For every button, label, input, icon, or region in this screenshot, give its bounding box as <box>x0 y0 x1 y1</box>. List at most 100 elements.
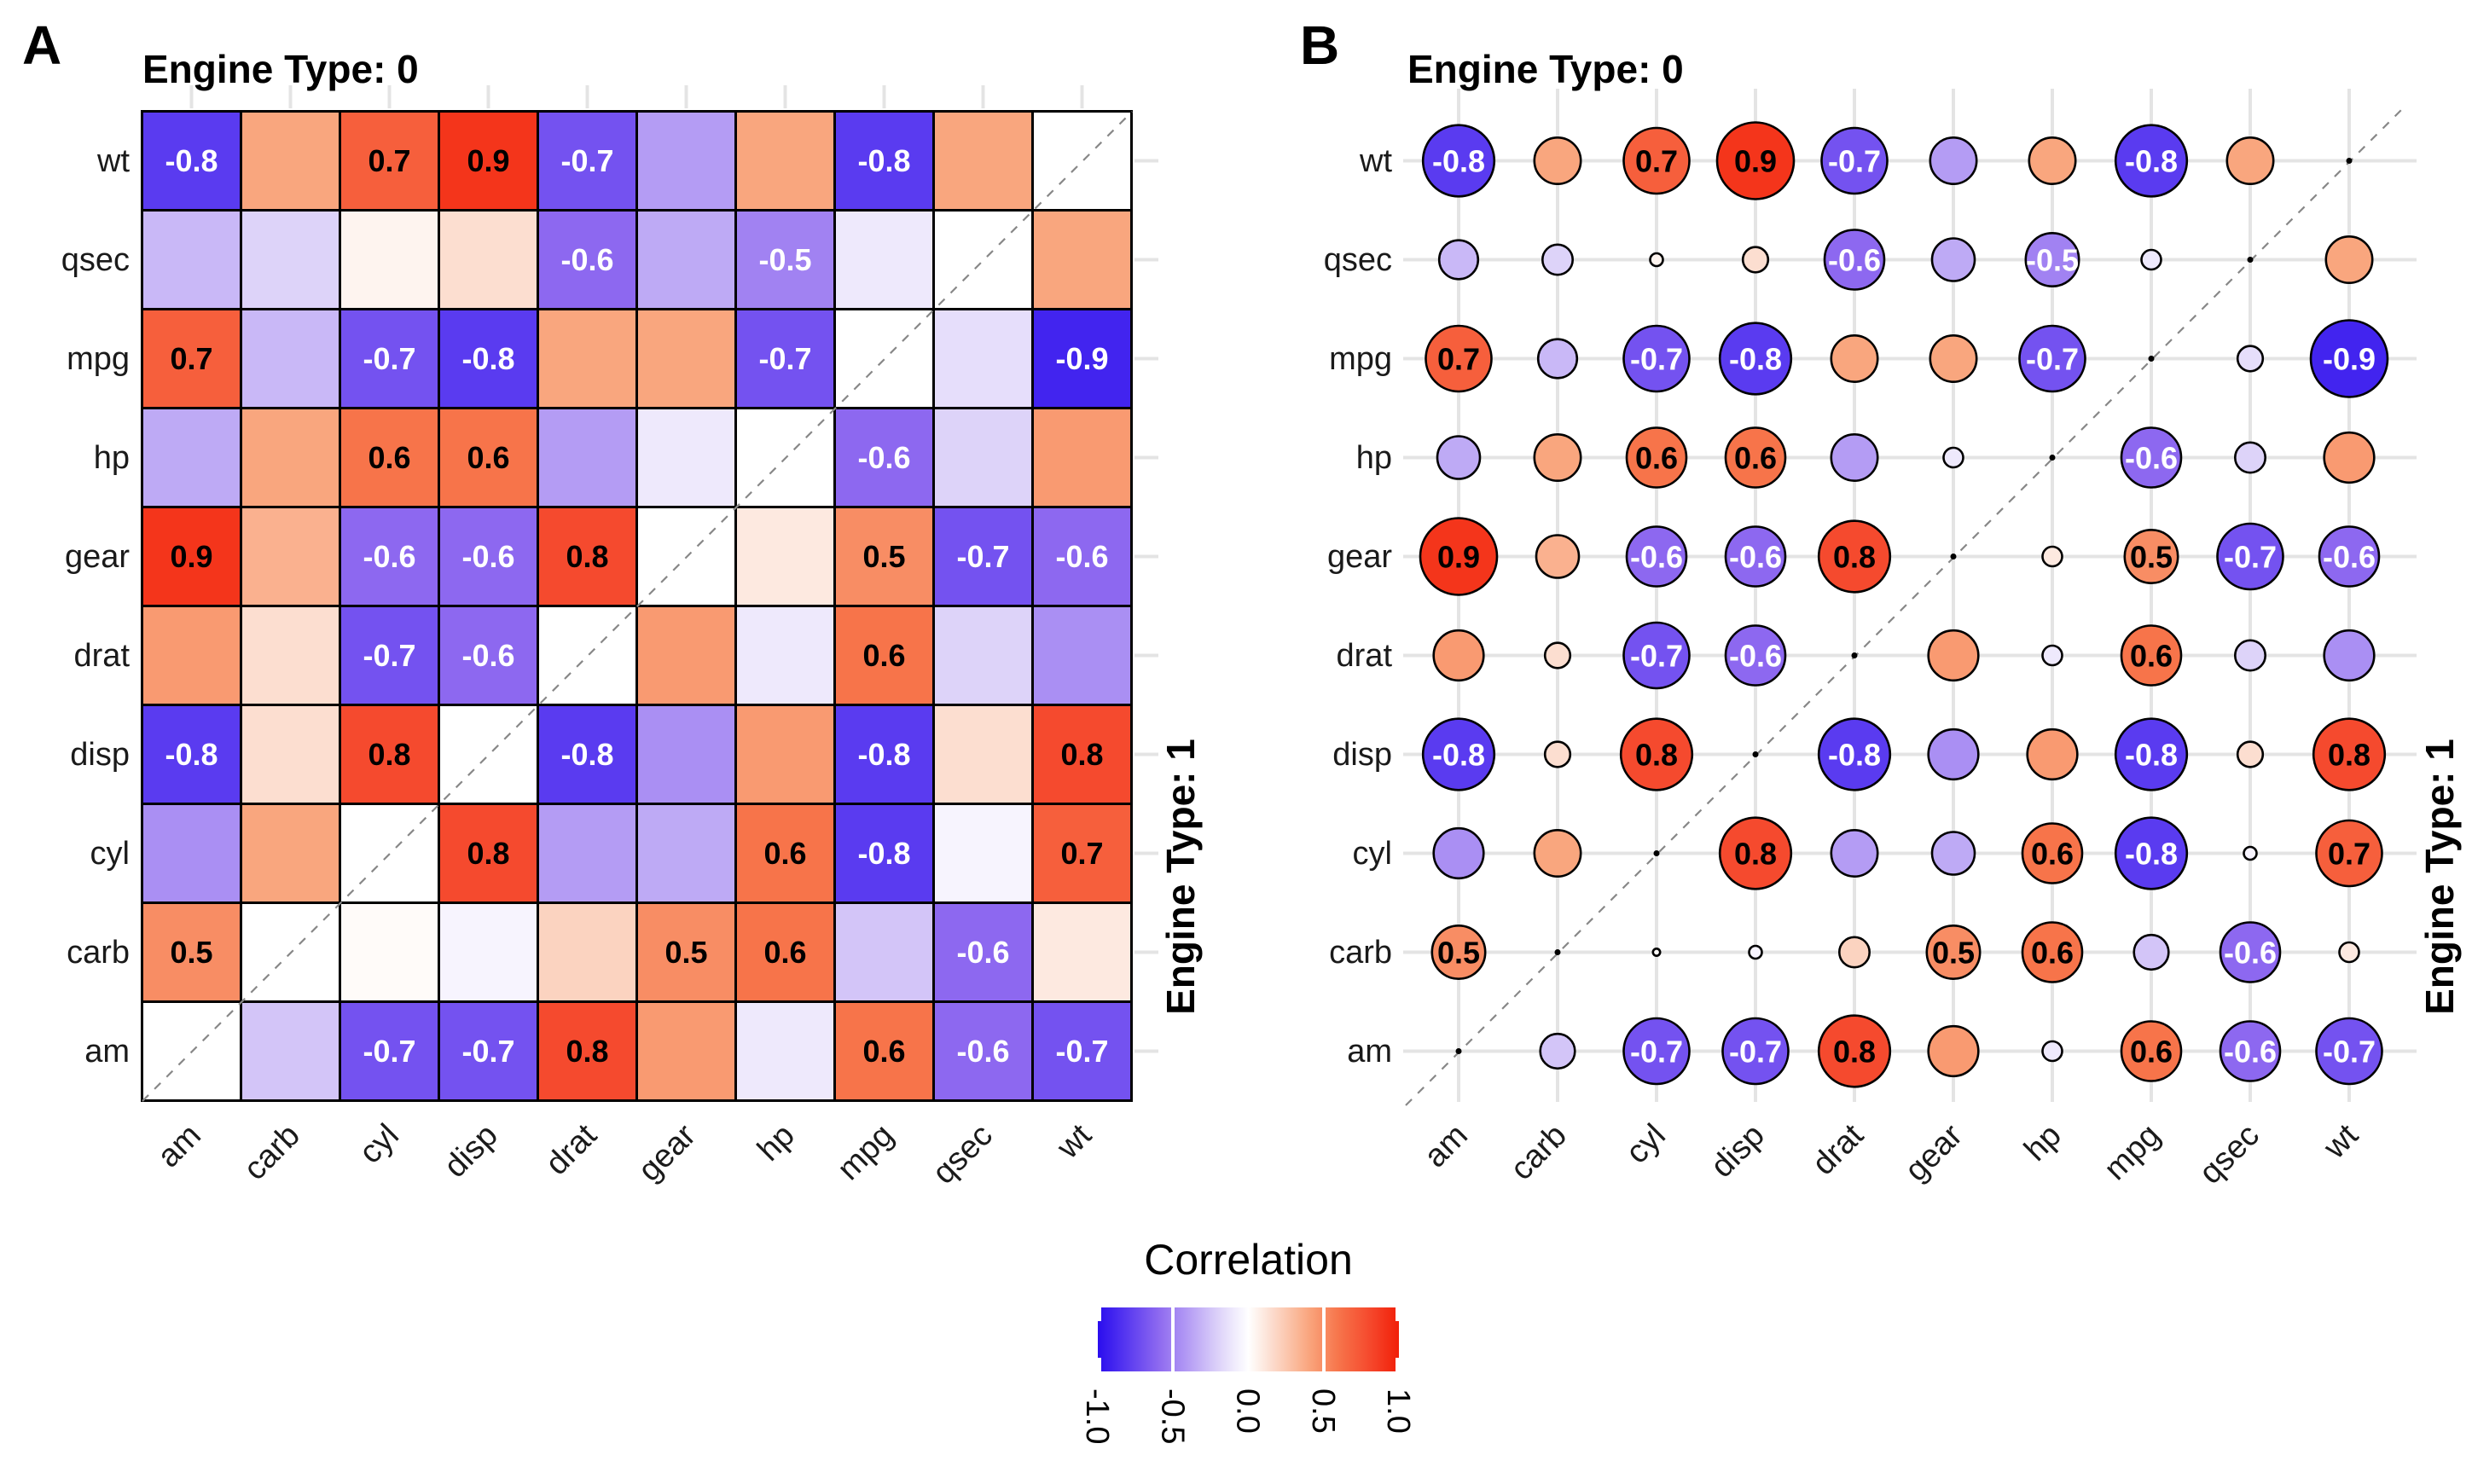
bubble-wt-carb <box>1533 136 1582 186</box>
bubble-diagonal-dot-carb <box>1554 949 1561 955</box>
bubble-wt-disp <box>1715 121 1796 200</box>
correlation-value-label: -0.7 <box>2026 341 2079 376</box>
heatmap-cell-disp-mpg: -0.8 <box>836 706 932 803</box>
bubble-diagonal-dot-drat <box>1851 652 1858 658</box>
heatmap-cell-cyl-carb <box>242 805 339 901</box>
bubble-diagonal-dot-disp <box>1752 751 1759 757</box>
correlation-value-label: -0.8 <box>461 340 515 376</box>
correlation-value-label: -0.6 <box>461 538 515 574</box>
panel-b-y-label-mpg: mpg <box>1329 340 1392 377</box>
heatmap-cell-wt-qsec <box>935 113 1031 209</box>
heatmap-cell-carb-wt <box>1034 904 1130 1000</box>
correlation-value-label: -0.9 <box>1055 340 1109 376</box>
legend-end-notch <box>1396 1358 1399 1371</box>
legend-tick-label--0.5: -0.5 <box>1154 1388 1191 1445</box>
bubble-mpg-disp <box>1718 322 1793 396</box>
heatmap-cell-hp-carb <box>242 409 339 506</box>
correlation-value-label: 0.6 <box>368 439 411 475</box>
panel-a-y-label-qsec: qsec <box>61 241 130 278</box>
heatmap-cell-drat-cyl: -0.7 <box>341 607 438 704</box>
correlation-value-label: 0.9 <box>1734 143 1777 178</box>
bubble-am-carb <box>1539 1032 1576 1070</box>
correlation-value-label: 0.6 <box>2130 638 2173 673</box>
bubble-drat-hp <box>2041 644 2063 667</box>
heatmap-cell-mpg-hp: -0.7 <box>737 310 833 407</box>
correlation-value-label: -0.6 <box>956 934 1010 970</box>
heatmap-cell-wt-mpg: -0.8 <box>836 113 932 209</box>
correlation-value-label: 0.7 <box>170 340 213 376</box>
correlation-value-label: -0.8 <box>165 142 218 178</box>
correlation-value-label: 0.8 <box>1734 836 1777 871</box>
bubble-qsec-am <box>1437 239 1480 281</box>
heatmap-cell-disp-hp <box>737 706 833 803</box>
heatmap-cell-mpg-gear <box>638 310 734 407</box>
panel-a-y-label-disp: disp <box>70 736 130 773</box>
heatmap-cell-mpg-am: 0.7 <box>143 310 240 407</box>
bubble-gear-am <box>1419 517 1499 596</box>
bubble-gear-wt <box>2318 525 2381 588</box>
bubble-hp-wt <box>2323 431 2376 484</box>
panel-b-y-label-cyl: cyl <box>1352 835 1392 872</box>
bubble-disp-gear <box>1927 728 1980 781</box>
bubble-disp-carb <box>1543 740 1572 768</box>
heatmap-cell-cyl-qsec <box>935 805 1031 901</box>
bubble-drat-disp <box>1724 624 1787 687</box>
panel-a-right-strip-label: Engine Type: 1 <box>1158 739 1203 1015</box>
heatmap-cell-qsec-carb <box>242 212 339 308</box>
bubble-hp-mpg <box>2120 426 2183 489</box>
bubble-wt-drat <box>1820 126 1889 195</box>
heatmap-cell-carb-hp: 0.6 <box>737 904 833 1000</box>
correlation-value-label: -0.6 <box>461 637 515 673</box>
correlation-value-label: 0.5 <box>2130 539 2173 574</box>
correlation-value-label: -0.6 <box>2224 935 2277 970</box>
heatmap-cell-am-cyl: -0.7 <box>341 1003 438 1099</box>
correlation-value-label: 0.7 <box>368 142 411 178</box>
bubble-drat-cyl <box>1622 621 1691 690</box>
correlation-value-label: 0.6 <box>467 439 510 475</box>
correlation-value-label: 0.6 <box>2130 1034 2173 1069</box>
correlation-value-label: -0.6 <box>1055 538 1109 574</box>
bubble-carb-cyl <box>1651 948 1662 958</box>
correlation-value-label: 0.8 <box>1060 736 1104 772</box>
bubble-wt-cyl <box>1622 126 1691 195</box>
correlation-value-label: -0.8 <box>1828 737 1881 772</box>
bubble-diagonal-dot-am <box>1455 1048 1462 1054</box>
correlation-value-label: 0.6 <box>1635 440 1678 475</box>
heatmap-cell-qsec-cyl <box>341 212 438 308</box>
heatmap-cell-drat-carb <box>242 607 339 704</box>
heatmap-cell-am-drat: 0.8 <box>539 1003 635 1099</box>
heatmap-cell-mpg-disp: -0.8 <box>440 310 537 407</box>
bubble-drat-carb <box>1543 641 1572 670</box>
correlation-value-label: 0.7 <box>1060 835 1104 871</box>
heatmap-cell-cyl-wt: 0.7 <box>1034 805 1130 901</box>
bubble-mpg-drat <box>1830 333 1879 383</box>
bubble-cyl-wt <box>2315 819 2383 888</box>
heatmap-cell-wt-gear <box>638 113 734 209</box>
bubble-am-mpg <box>2120 1020 2183 1082</box>
bubble-qsec-gear <box>1930 237 1976 282</box>
correlation-value-label: -0.8 <box>857 142 911 178</box>
panel-b-right-strip-label: Engine Type: 1 <box>2417 739 2462 1015</box>
bubble-disp-mpg <box>2114 717 2189 791</box>
bubble-gear-drat <box>1817 519 1892 594</box>
correlation-value-label: -0.7 <box>363 1033 416 1069</box>
heatmap-cell-cyl-cyl <box>341 805 438 901</box>
correlation-value-label: -0.8 <box>857 835 911 871</box>
heatmap-cell-wt-wt <box>1034 113 1130 209</box>
bubble-am-disp <box>1721 1017 1790 1086</box>
heatmap-cell-gear-gear <box>638 508 734 605</box>
heatmap-cell-disp-gear <box>638 706 734 803</box>
bubble-cyl-qsec <box>2243 845 2258 861</box>
heatmap-cell-drat-wt <box>1034 607 1130 704</box>
bubble-cyl-am <box>1432 826 1485 880</box>
bubble-wt-qsec <box>2225 136 2275 186</box>
panel-b-diagonal-dashed-line <box>1405 108 2403 1106</box>
panel-a-y-label-drat: drat <box>73 637 130 674</box>
correlation-value-label: -0.7 <box>1630 341 1683 376</box>
bubble-qsec-mpg <box>2140 248 2162 271</box>
legend-end-notch <box>1396 1307 1399 1321</box>
heatmap-cell-hp-qsec <box>935 409 1031 506</box>
correlation-value-label: -0.7 <box>461 1033 515 1069</box>
heatmap-cell-drat-qsec <box>935 607 1031 704</box>
correlation-value-label: 0.6 <box>763 934 807 970</box>
